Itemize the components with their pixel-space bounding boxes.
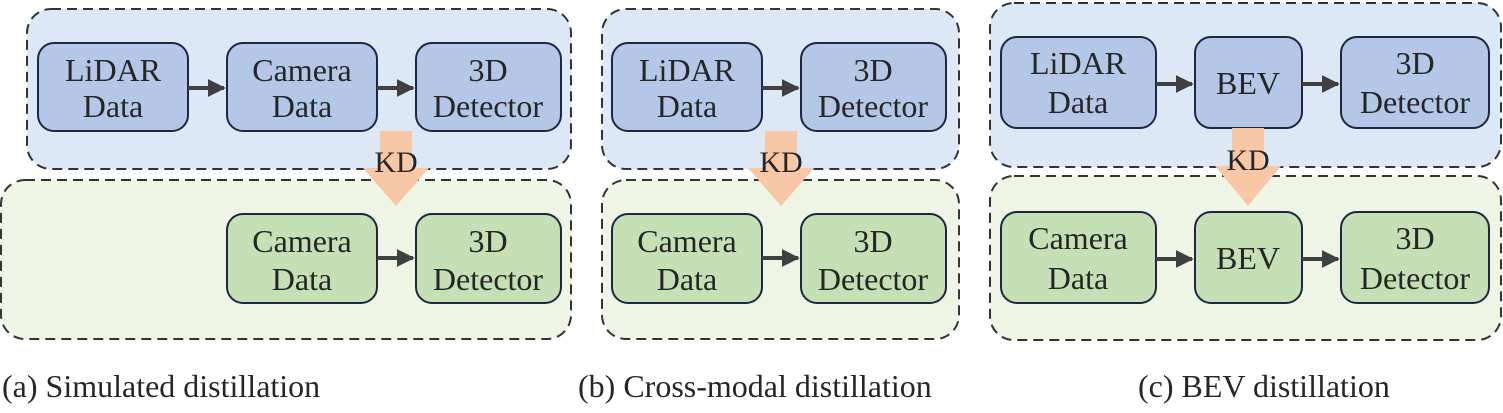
- panel-c-teacher-node-3: 3D Detector: [1340, 36, 1490, 129]
- panel-c-student-node-1: Camera Data: [1000, 211, 1157, 304]
- node-label: Camera: [252, 52, 352, 88]
- kd-label: KD: [374, 146, 417, 179]
- node-label: LiDAR: [639, 52, 736, 88]
- node-label: Data: [1048, 84, 1108, 120]
- node-label: Data: [83, 88, 143, 124]
- node-label: LiDAR: [65, 52, 162, 88]
- panel-b-teacher-node-2: 3D Detector: [800, 42, 947, 132]
- panel-c-teacher-node-2: BEV: [1194, 36, 1303, 129]
- node-label: Data: [1048, 260, 1108, 296]
- node-label: Detector: [1360, 260, 1471, 296]
- node-label: LiDAR: [1030, 45, 1127, 81]
- panel-a-teacher-node-3: 3D Detector: [415, 42, 562, 132]
- node-label: Camera: [252, 223, 352, 259]
- kd-label: KD: [759, 146, 802, 179]
- node-label: Camera: [1028, 220, 1128, 256]
- panel-a-teacher-node-1: LiDAR Data: [37, 42, 189, 132]
- node-label: BEV: [1216, 65, 1280, 101]
- node-label: BEV: [1216, 240, 1280, 276]
- node-label: Data: [657, 261, 717, 297]
- node-label: 3D: [853, 223, 892, 259]
- panel-b: LiDAR Data 3D Detector KD Camera Data 3D…: [578, 8, 960, 404]
- node-label: Camera: [637, 223, 737, 259]
- panel-c-teacher-node-1: LiDAR Data: [1000, 36, 1157, 129]
- panel-a-kd-arrow: KD: [363, 131, 429, 206]
- node-label: Data: [657, 88, 717, 124]
- panel-b-student-node-2: 3D Detector: [800, 213, 947, 304]
- panel-a-caption: (a) Simulated distillation: [2, 368, 320, 404]
- node-label: 3D: [853, 52, 892, 88]
- node-label: 3D: [468, 52, 507, 88]
- panel-c-student-node-3: 3D Detector: [1340, 211, 1490, 304]
- node-label: Detector: [433, 88, 544, 124]
- panel-a-student-node-1: Camera Data: [226, 213, 378, 304]
- panel-b-kd-arrow: KD: [748, 131, 814, 206]
- panel-a-student-node-2: 3D Detector: [415, 213, 562, 304]
- node-label: Data: [272, 88, 332, 124]
- node-label: Detector: [1360, 84, 1471, 120]
- node-label: Detector: [433, 261, 544, 297]
- panel-c-student-node-2: BEV: [1194, 211, 1303, 304]
- panel-a: LiDAR Data Camera Data 3D Detector KD Ca…: [0, 8, 572, 404]
- panel-b-caption: (b) Cross-modal distillation: [578, 368, 932, 404]
- panel-c: LiDAR Data BEV 3D Detector KD Camera Dat…: [989, 2, 1502, 404]
- node-label: Detector: [818, 88, 929, 124]
- node-label: 3D: [1395, 45, 1434, 81]
- node-label: Detector: [818, 261, 929, 297]
- panel-c-kd-arrow: KD: [1215, 128, 1281, 206]
- panel-b-teacher-node-1: LiDAR Data: [611, 42, 763, 132]
- node-label: 3D: [468, 223, 507, 259]
- node-label: 3D: [1395, 220, 1434, 256]
- panel-b-student-node-1: Camera Data: [611, 213, 763, 304]
- panel-c-caption: (c) BEV distillation: [1138, 368, 1390, 404]
- node-label: Data: [272, 261, 332, 297]
- kd-label: KD: [1226, 144, 1269, 177]
- panel-a-teacher-node-2: Camera Data: [226, 42, 378, 132]
